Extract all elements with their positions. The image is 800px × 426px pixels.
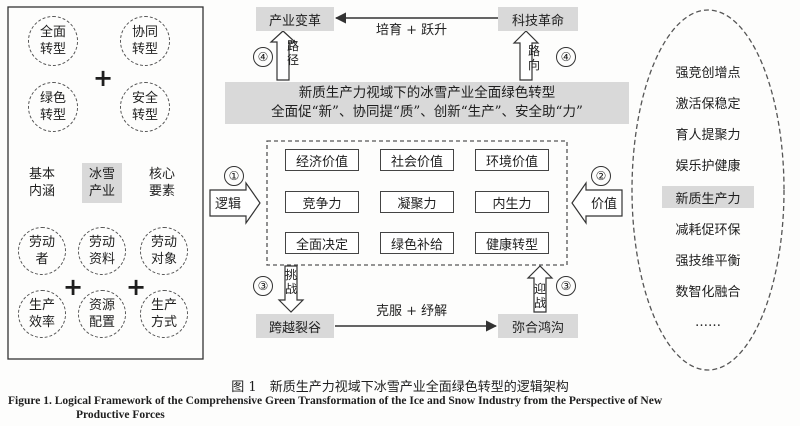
- arrow-direction: [512, 30, 540, 81]
- cell-environmental-value: 环境价值: [475, 149, 549, 171]
- node-green-transformation: 绿色转型: [28, 82, 78, 132]
- right-item-2: 激活保稳定: [675, 97, 741, 112]
- plus-sign-bottom-left: +: [63, 273, 84, 301]
- figure-caption-cn: 图 1 新质生产力视域下冰雪产业全面绿色转型的逻辑架构: [231, 380, 569, 395]
- node-ice-snow-industry: 冰雪产业: [82, 163, 122, 203]
- label-response: 迎战: [534, 282, 547, 310]
- label-basic-connotation: 基本内涵: [28, 167, 55, 199]
- node-resource-allocation: 资源配置: [78, 290, 126, 338]
- left-panel-border: [7, 6, 204, 360]
- cell-social-value: 社会价值: [380, 149, 454, 171]
- right-item-3: 育人提聚力: [675, 128, 741, 143]
- cell-cohesion: 凝聚力: [380, 191, 454, 213]
- label-direction: 路向: [528, 44, 541, 72]
- cell-comprehensive-decision: 全面决定: [285, 232, 359, 254]
- theme-title: 新质生产力视域下的冰雪产业全面绿色转型: [298, 85, 556, 101]
- theme-subtitle: 全面促“新”、协同提“质”、创新“生产”、安全助“力”: [271, 104, 583, 120]
- node-collaborative-transformation: 协同转型: [120, 16, 170, 66]
- marker-1: ①: [224, 166, 244, 186]
- cell-green-supply: 绿色补给: [380, 232, 454, 254]
- node-cross-gap: 跨越裂谷: [256, 314, 334, 338]
- marker-4-right: ④: [556, 47, 576, 67]
- right-ellipse: [631, 9, 785, 371]
- figure-caption-en: Figure 1. Logical Framework of the Compr…: [8, 395, 663, 407]
- node-objects-of-labor: 劳动对象: [140, 227, 188, 275]
- marker-4-left: ④: [253, 47, 273, 67]
- right-item-new-productive-forces: 新质生产力: [662, 186, 754, 208]
- node-production-mode: 生产方式: [140, 290, 188, 338]
- cell-competitiveness: 竞争力: [285, 191, 359, 213]
- node-tech-revolution: 科技革命: [498, 7, 578, 31]
- cell-endogenous-power: 内生力: [475, 191, 549, 213]
- arrow-value: [571, 181, 623, 225]
- label-value: 价值: [591, 197, 618, 212]
- right-item-ellipsis: ……: [695, 315, 721, 330]
- marker-3-left: ③: [253, 276, 273, 296]
- node-industry-change: 产业变革: [256, 7, 334, 31]
- arrow-challenge: [277, 265, 305, 313]
- marker-2: ②: [591, 166, 611, 186]
- label-logic: 逻辑: [215, 197, 242, 212]
- node-safety-transformation: 安全转型: [120, 82, 170, 132]
- plus-sign-bottom-right: +: [126, 273, 147, 301]
- figure-caption-en-line2: Productive Forces: [76, 409, 165, 421]
- node-production-efficiency: 生产效率: [18, 290, 66, 338]
- label-overcome: 克服 + 纾解: [376, 304, 448, 319]
- plus-sign-top: +: [93, 64, 114, 92]
- node-laborer: 劳动者: [18, 227, 66, 275]
- node-means-of-labor: 劳动资料: [78, 227, 126, 275]
- marker-3-right: ③: [556, 276, 576, 296]
- right-item-6: 减耗促环保: [675, 223, 741, 238]
- label-cultivate-leap: 培育 + 跃升: [376, 23, 448, 38]
- central-theme-box: 新质生产力视域下的冰雪产业全面绿色转型 全面促“新”、协同提“质”、创新“生产”…: [225, 82, 629, 124]
- value-matrix-border: [266, 140, 568, 266]
- right-item-8: 数智化融合: [675, 285, 741, 300]
- arrow-path: [269, 30, 297, 81]
- label-challenge: 挑战: [285, 268, 298, 296]
- label-path: 路径: [287, 39, 300, 67]
- node-comprehensive-transformation: 全面转型: [28, 16, 78, 66]
- label-core-elements: 核心要素: [148, 167, 175, 199]
- node-bridge-gap: 弥合鸿沟: [498, 314, 578, 338]
- arrow-response: [526, 265, 554, 313]
- cell-healthy-transformation: 健康转型: [475, 232, 549, 254]
- right-item-7: 强技维平衡: [675, 254, 741, 269]
- right-item-1: 强竞创增点: [675, 66, 741, 81]
- arrow-logic: [209, 181, 261, 225]
- right-item-4: 娱乐护健康: [675, 159, 741, 174]
- cell-economic-value: 经济价值: [285, 149, 359, 171]
